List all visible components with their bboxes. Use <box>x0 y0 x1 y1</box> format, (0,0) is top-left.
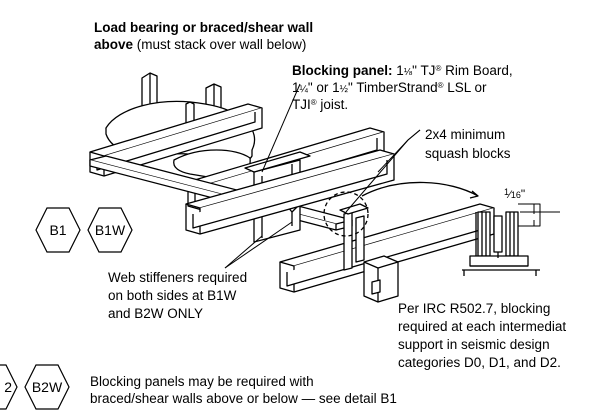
blocking-l1-a: 1 <box>396 63 404 78</box>
bottom-note-label-line2: braced/shear walls above or below — see … <box>90 391 397 407</box>
dimension-label: 1⁄16" <box>504 187 526 201</box>
squash-blocks-label-line2: squash blocks <box>425 146 511 162</box>
above-bold-text: above <box>94 37 134 52</box>
badge-b2-text: 2 <box>4 379 12 395</box>
irc-note-label: Per IRC R502.7, blocking <box>398 301 550 317</box>
badge-b1: B1 <box>33 205 83 255</box>
badge-b2w-text: B2W <box>31 379 63 395</box>
squash-blocks-line1: 2x4 minimum <box>425 127 506 142</box>
load-bearing-wall-title: Load bearing or braced/shear wall <box>94 20 314 35</box>
web-stiffeners-label-line2: on both sides at B1W <box>108 288 236 304</box>
hexagon-icon <box>0 364 18 410</box>
squash-blocks-line2: squash blocks <box>425 146 511 161</box>
leader-lines <box>224 83 421 269</box>
web-stiffeners-line1: Web stiffeners required <box>108 270 248 285</box>
blocking-l2-frac2: ½ <box>339 84 349 95</box>
load-bearing-wall-label: Load bearing or braced/shear wall <box>94 20 313 36</box>
hexagon-icon <box>87 207 133 253</box>
irc-note-label-line2: required at each intermediat <box>398 319 566 335</box>
blocking-l2-a: 1 <box>292 80 300 95</box>
blocking-l3-b: joist. <box>316 97 349 112</box>
reg-mark-1: ® <box>435 64 442 73</box>
hexagon-icon <box>35 207 81 253</box>
badge-b1w: B1W <box>85 205 135 255</box>
badge-b1-text: B1 <box>49 222 67 238</box>
reg-mark-2: ® <box>437 81 444 90</box>
blocking-l1-c: Rim Board, <box>441 63 513 78</box>
front-joists <box>185 149 495 293</box>
detail-callout <box>323 181 479 237</box>
irc-note-label-line4: categories D0, D1, and D2. <box>398 355 561 371</box>
irc-note-line3: support in seismic design <box>398 337 550 352</box>
blocking-l2-c: " TimberStrand <box>348 80 438 95</box>
badge-b2w: B2W <box>22 362 72 412</box>
web-stiffeners-line2: on both sides at B1W <box>108 288 237 303</box>
web-stiffeners-label: Web stiffeners required <box>108 270 247 286</box>
bottom-note-line1: Blocking panels may be required with <box>90 374 314 389</box>
blocking-panel-label-line2: 1¼" or 1½" TimberStrand® LSL or <box>292 80 487 98</box>
dimension-denominator: 16 <box>510 190 521 200</box>
web-stiffeners-line3: and B2W ONLY <box>108 306 204 321</box>
bottom-note-label: Blocking panels may be required with <box>90 374 314 390</box>
dimension-unit: " <box>520 187 526 201</box>
blocking-l2-b: " or 1 <box>307 80 340 95</box>
bottom-note-line2: braced/shear walls above or below — see … <box>90 391 397 406</box>
blocking-l3-a: TJI <box>292 97 311 112</box>
dimension-numerator: 1 <box>504 187 510 197</box>
blocking-l2-frac1: ¼ <box>299 84 308 95</box>
above-note-text: (must stack over wall below) <box>136 37 307 52</box>
badge-b2: 2 <box>0 362 20 412</box>
blocking-panel-label: Blocking panel: 1⅛" TJ® Rim Board, <box>292 63 513 81</box>
hexagon-icon <box>24 364 70 410</box>
blocking-panel-label-line3: TJI® joist. <box>292 97 348 113</box>
blocking-l1-b: " TJ <box>412 63 436 78</box>
detail-enlargement <box>462 203 560 276</box>
reg-mark-3: ® <box>310 98 317 107</box>
badge-b1w-text: B1W <box>94 222 126 238</box>
squash-blocks-label: 2x4 minimum <box>425 127 505 143</box>
blocking-l1-frac: ⅛ <box>403 67 413 78</box>
irc-note-line1: Per IRC R502.7, blocking <box>398 301 551 316</box>
blocking-l2-d: LSL or <box>443 80 487 95</box>
web-stiffeners-label-line3: and B2W ONLY <box>108 306 203 322</box>
load-bearing-wall-label-line2: above (must stack over wall below) <box>94 37 306 53</box>
irc-note-line4: categories D0, D1, and D2. <box>398 355 561 370</box>
irc-note-line2: required at each intermediat <box>398 319 567 334</box>
irc-note-label-line3: support in seismic design <box>398 337 550 353</box>
blocking-panel-title: Blocking panel: <box>292 63 393 78</box>
